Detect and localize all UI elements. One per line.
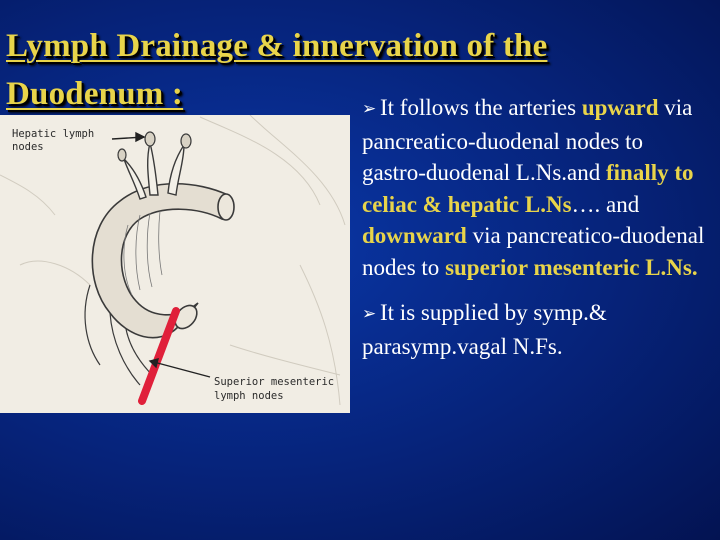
bullet-item: ➢It follows the arteries upward via panc… [362, 92, 707, 283]
duodenum-lymph-diagram: Hepatic lymph nodes Superior mesenteric … [0, 115, 350, 413]
arrow-bullet-icon: ➢ [362, 304, 377, 324]
superior-mesenteric-vessel [138, 307, 180, 405]
title-line-1: Lymph Drainage & innervation of the [6, 28, 548, 64]
bullet-text: It follows the arteries [380, 95, 582, 120]
highlighted-text: upward [581, 95, 659, 120]
title-line-2: Duodenum : [6, 76, 184, 112]
bullet-text: It is supplied by symp.& parasymp.vagal … [362, 300, 607, 359]
bullet-text: …. and [571, 191, 640, 217]
diagram-drawing: Hepatic lymph nodes Superior mesenteric … [0, 115, 346, 406]
bullet-text: via pancreatico-duodenal nodes to gastro… [362, 95, 693, 185]
label-hepatic-line-1: Hepatic lymph [12, 128, 94, 140]
bullet-text: via pancreatico-duodenal nodes to [362, 223, 705, 280]
highlighted-text: superior mesenteric L.Ns. [445, 254, 698, 280]
label-superior-line-2: lymph nodes [214, 390, 284, 402]
highlighted-text: downward [362, 223, 467, 248]
label-hepatic-line-2: nodes [12, 141, 44, 153]
label-superior-line-1: Superior mesenteric [214, 376, 334, 388]
highlighted-text: finally to celiac & hepatic L.Ns [362, 160, 694, 217]
bullet-list: ➢It follows the arteries upward via panc… [362, 92, 707, 362]
arrow-bullet-icon: ➢ [362, 99, 377, 119]
bullet-item: ➢It is supplied by symp.& parasymp.vagal… [362, 297, 707, 362]
slide-title: Lymph Drainage & innervation of the Duod… [6, 22, 547, 118]
